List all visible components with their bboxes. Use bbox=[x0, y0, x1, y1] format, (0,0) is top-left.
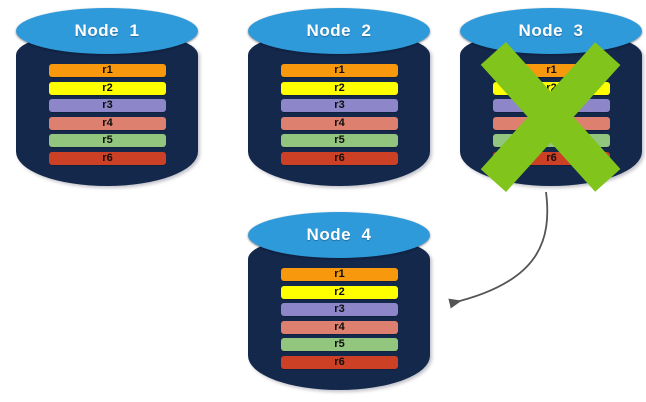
row-bar: r3 bbox=[281, 99, 398, 112]
row-label: r5 bbox=[102, 134, 113, 146]
row-bar: r2 bbox=[493, 81, 610, 95]
row-label: r6 bbox=[334, 151, 345, 164]
row-label: r6 bbox=[102, 151, 113, 164]
row-label: r5 bbox=[334, 134, 345, 146]
row-bar: r4 bbox=[493, 116, 610, 130]
row-label: r3 bbox=[102, 99, 113, 111]
node-4-cylinder-top bbox=[248, 212, 430, 258]
row-bar: r2 bbox=[281, 81, 398, 95]
row-bar: r6 bbox=[281, 151, 398, 165]
row-bar: r5 bbox=[493, 134, 610, 147]
row-bar: r2 bbox=[49, 81, 166, 95]
row-bar: r6 bbox=[49, 151, 166, 165]
row-bar: r3 bbox=[493, 99, 610, 112]
arrow-path bbox=[448, 191, 549, 309]
node-1-cylinder-top bbox=[16, 8, 198, 54]
node-4-row-stack: r1 r2 r3 r4 r5 r6 bbox=[248, 212, 430, 390]
row-bar: r1 bbox=[281, 268, 398, 281]
row-label: r6 bbox=[546, 151, 557, 164]
row-bar: r5 bbox=[281, 134, 398, 147]
row-bar: r6 bbox=[281, 355, 398, 369]
row-bar: r2 bbox=[281, 285, 398, 299]
row-label: r2 bbox=[102, 81, 113, 94]
row-label: r1 bbox=[334, 64, 345, 76]
row-label: r1 bbox=[546, 64, 557, 76]
row-label: r6 bbox=[334, 355, 345, 368]
row-label: r2 bbox=[546, 81, 557, 94]
row-bar: r4 bbox=[49, 116, 166, 130]
row-bar: r1 bbox=[281, 64, 398, 77]
row-bar: r1 bbox=[49, 64, 166, 77]
row-bar: r3 bbox=[49, 99, 166, 112]
node-2-row-stack: r1 r2 r3 r4 r5 r6 bbox=[248, 8, 430, 186]
row-label: r4 bbox=[546, 116, 557, 129]
row-bar: r5 bbox=[49, 134, 166, 147]
row-bar: r5 bbox=[281, 338, 398, 351]
row-label: r5 bbox=[546, 134, 557, 146]
row-label: r1 bbox=[102, 64, 113, 76]
row-label: r2 bbox=[334, 81, 345, 94]
row-label: r4 bbox=[334, 116, 345, 129]
row-label: r4 bbox=[102, 116, 113, 129]
row-label: r3 bbox=[546, 99, 557, 111]
node-3-row-stack: r1 r2 r3 r4 r5 r6 bbox=[460, 8, 642, 186]
row-label: r3 bbox=[334, 99, 345, 111]
row-label: r3 bbox=[334, 303, 345, 315]
row-bar: r4 bbox=[281, 320, 398, 334]
node-1-row-stack: r1 r2 r3 r4 r5 r6 bbox=[16, 8, 198, 186]
node-2-cylinder-top bbox=[248, 8, 430, 54]
row-label: r2 bbox=[334, 285, 345, 298]
row-label: r1 bbox=[334, 268, 345, 280]
row-bar: r3 bbox=[281, 303, 398, 316]
row-bar: r6 bbox=[493, 151, 610, 165]
row-bar: r1 bbox=[493, 64, 610, 77]
row-label: r4 bbox=[334, 320, 345, 333]
row-bar: r4 bbox=[281, 116, 398, 130]
row-label: r5 bbox=[334, 338, 345, 350]
